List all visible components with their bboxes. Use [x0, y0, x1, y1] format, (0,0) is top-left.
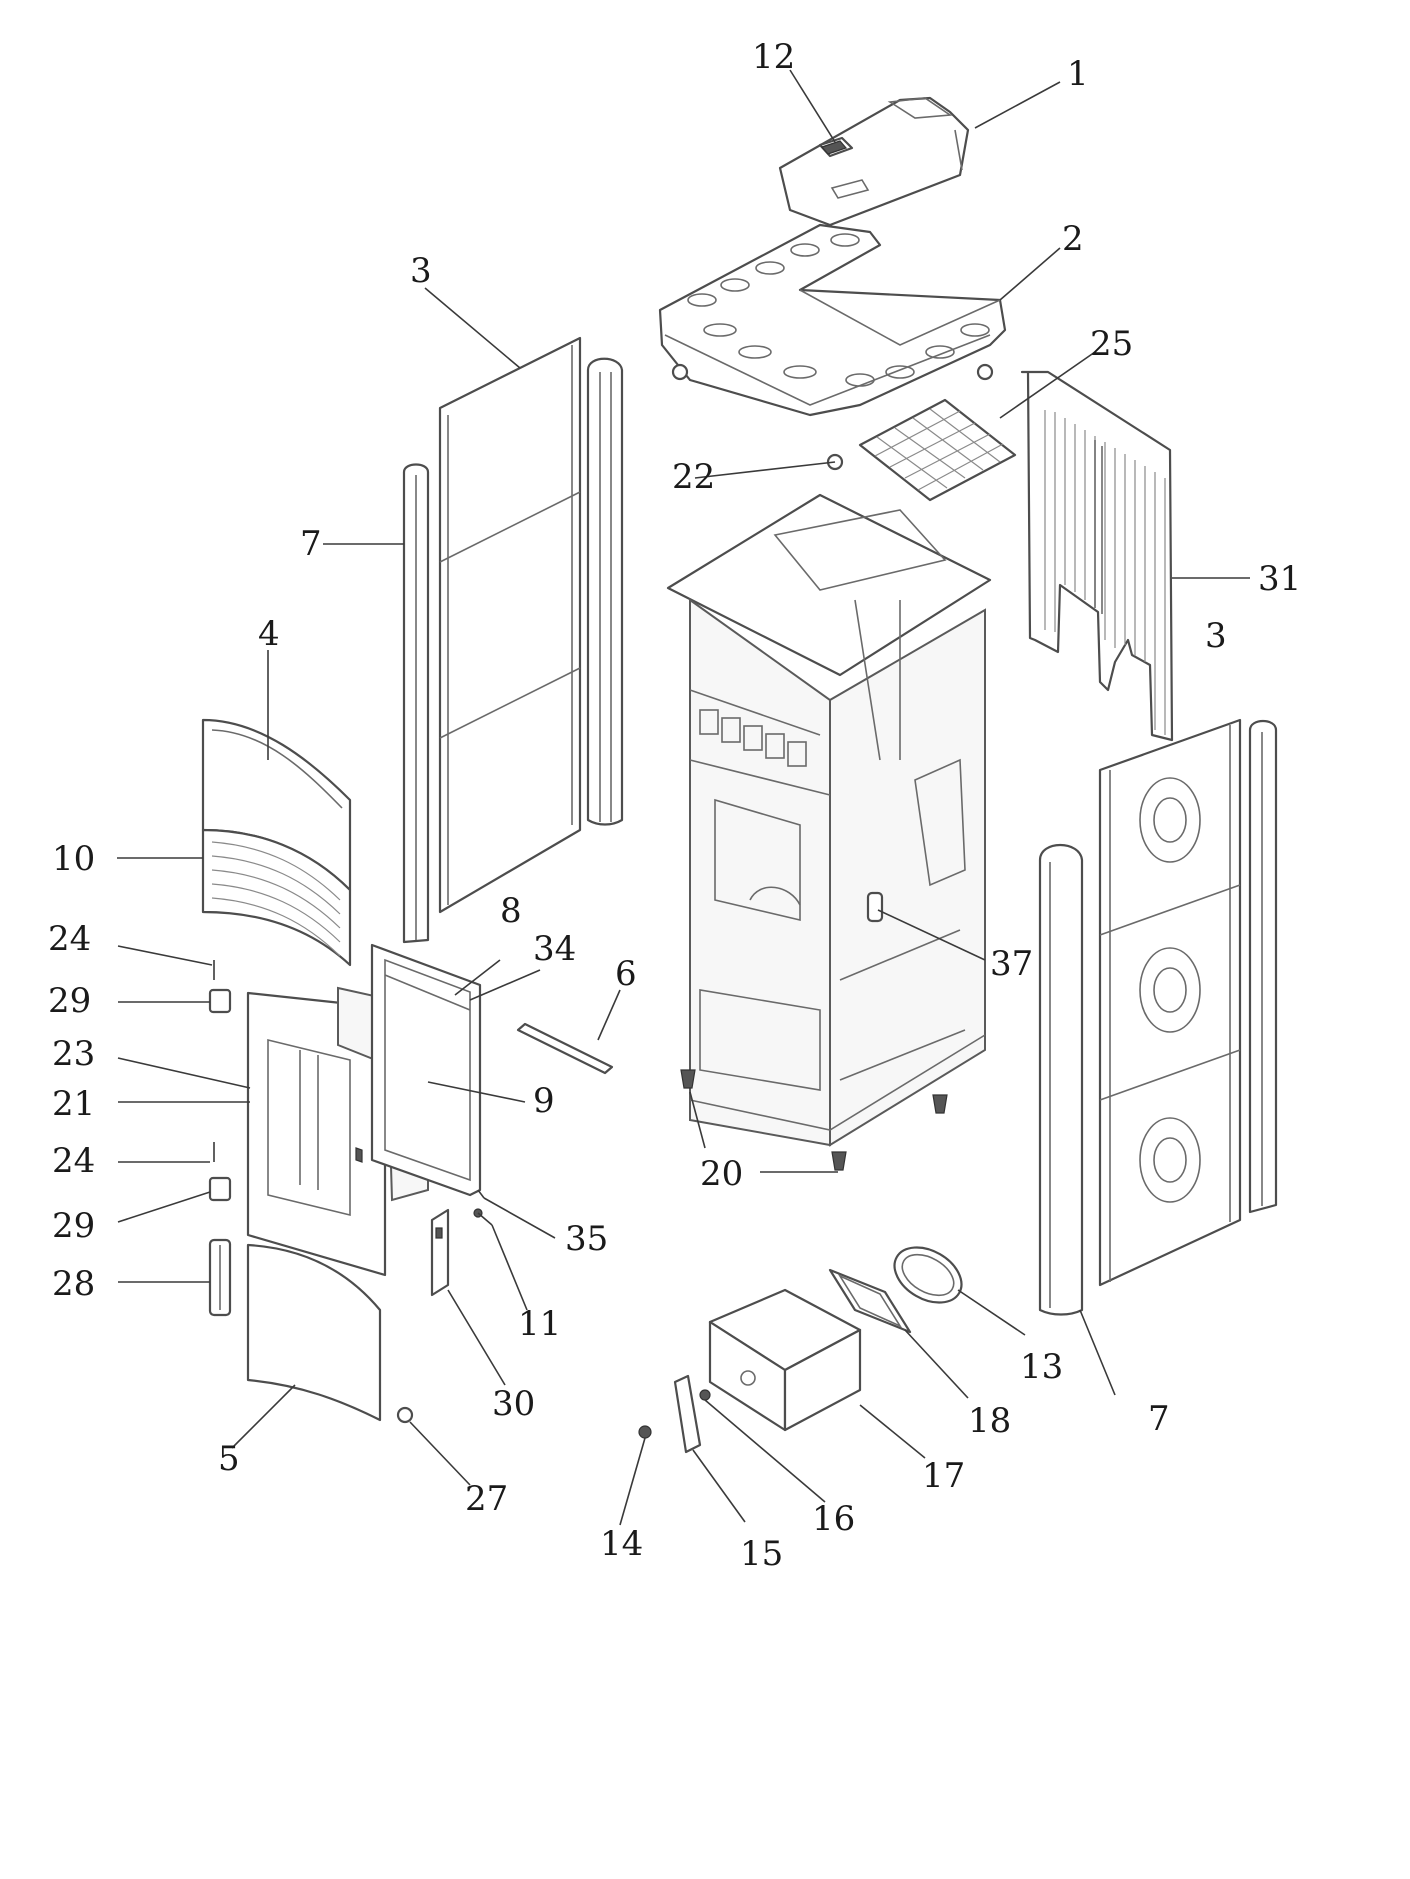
part-14-bolt	[638, 1425, 652, 1439]
callout-22: 22	[672, 457, 715, 497]
callout-6: 6	[615, 954, 637, 994]
part-15-strip	[673, 1374, 702, 1454]
callout-29-bottom: 29	[52, 1206, 95, 1246]
callout-9: 9	[533, 1081, 555, 1121]
stove-body-frame	[666, 493, 992, 1147]
part-1-top-plate	[778, 96, 970, 227]
callout-31: 31	[1258, 559, 1301, 599]
callout-21: 21	[52, 1084, 95, 1124]
callout-13: 13	[1020, 1347, 1063, 1387]
callout-28: 28	[52, 1264, 95, 1304]
part-6-rod	[516, 1022, 614, 1075]
callout-2: 2	[1062, 219, 1084, 259]
callout-3-left: 3	[410, 251, 432, 291]
part-29-hinge-top	[208, 988, 232, 1014]
callout-labels: 1 2 3 3 4 5 6 7 7 8 9 10 11 12 13 14 15 …	[48, 37, 1301, 1574]
callout-7-left: 7	[300, 524, 322, 564]
part-16-nut	[699, 1389, 711, 1401]
callout-4: 4	[258, 614, 280, 654]
part-22-knobs	[671, 363, 994, 471]
callout-37: 37	[990, 944, 1033, 984]
callout-23: 23	[52, 1034, 95, 1074]
callout-14: 14	[600, 1524, 643, 1564]
part-28-handle	[208, 1238, 232, 1317]
callout-24-bottom: 24	[52, 1141, 95, 1181]
callout-20: 20	[700, 1154, 743, 1194]
part-11-screws	[473, 1208, 493, 1226]
callout-34: 34	[533, 929, 576, 969]
part-31-rear-panel	[1020, 370, 1174, 742]
part-25-grill	[858, 398, 1017, 502]
part-18-gasket-plate	[828, 1268, 912, 1334]
part-3-right-side-panel	[1098, 718, 1278, 1287]
callout-10: 10	[52, 839, 95, 879]
callout-27: 27	[465, 1479, 508, 1519]
part-29-hinge-bottom	[208, 1176, 232, 1202]
callout-35: 35	[565, 1219, 608, 1259]
part-17-ash-box	[708, 1288, 862, 1432]
callout-18: 18	[968, 1401, 1011, 1441]
part-7-right-pipe	[1038, 844, 1084, 1316]
part-27-knob	[396, 1406, 414, 1424]
callout-7-right: 7	[1148, 1399, 1170, 1439]
part-3-left-side-panel	[438, 336, 624, 914]
callout-30: 30	[492, 1384, 535, 1424]
callout-29-top: 29	[48, 981, 91, 1021]
callout-25: 25	[1090, 324, 1133, 364]
part-7-left-strip	[402, 463, 430, 944]
part-8-door-gasket	[370, 943, 482, 1197]
part-30-bracket	[430, 1208, 450, 1297]
callout-12: 12	[752, 37, 795, 77]
callout-17: 17	[922, 1456, 965, 1496]
callout-3-right: 3	[1205, 616, 1227, 656]
part-20-feet	[680, 1069, 948, 1171]
part-5-lower-panel	[246, 1243, 382, 1422]
part-2-top-cover	[658, 223, 1007, 417]
part-10-grille	[201, 828, 352, 967]
leader-lines	[117, 69, 1250, 1526]
callout-8: 8	[500, 891, 522, 931]
part-13-oval-gasket	[893, 1246, 963, 1304]
callout-1: 1	[1067, 54, 1089, 94]
callout-11: 11	[518, 1304, 561, 1344]
part-12-handle	[818, 136, 854, 158]
part-35-screw	[477, 1189, 485, 1199]
callout-5: 5	[218, 1439, 240, 1479]
callout-16: 16	[812, 1499, 855, 1539]
callout-15: 15	[740, 1534, 783, 1574]
callout-24-top: 24	[48, 919, 91, 959]
